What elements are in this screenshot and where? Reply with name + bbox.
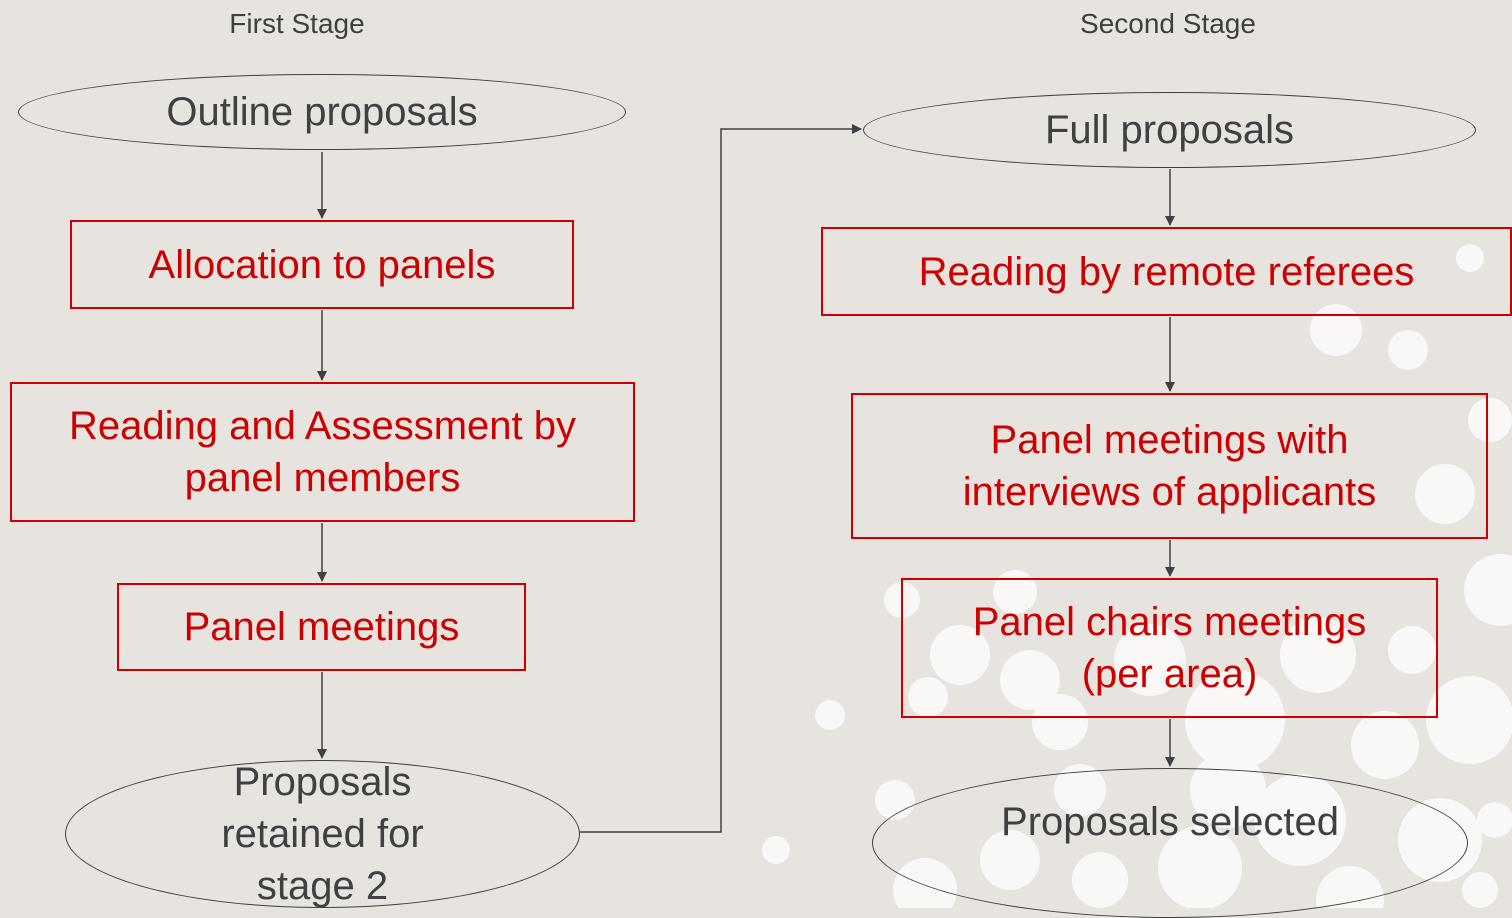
outline-proposals-node: Outline proposals [18, 74, 626, 150]
proposals-selected-node: Proposals selected [872, 768, 1468, 918]
second-stage-label: Second Stage [1080, 8, 1256, 39]
proposals-retained-node: Proposals retained for stage 2 [65, 760, 580, 908]
remote-referees-label: Reading by remote referees [918, 249, 1415, 294]
panel-meetings-box: Panel meetings [117, 583, 526, 671]
allocation-to-panels-label: Allocation to panels [148, 242, 496, 287]
reading-assessment-box: Reading and Assessment by panel members [10, 382, 635, 522]
proposals-retained-label: Proposals retained for stage 2 [221, 760, 424, 908]
outline-proposals-label: Outline proposals [166, 90, 478, 134]
allocation-to-panels-box: Allocation to panels [70, 220, 574, 309]
panel-interviews-label: Panel meetings with interviews of applic… [962, 418, 1377, 514]
panel-chairs-box: Panel chairs meetings (per area) [901, 578, 1438, 718]
reading-assessment-label: Reading and Assessment by panel members [69, 404, 576, 500]
full-proposals-node: Full proposals [863, 92, 1476, 168]
first-stage-label: First Stage [229, 8, 365, 39]
full-proposals-label: Full proposals [1044, 108, 1294, 152]
panel-interviews-box: Panel meetings with interviews of applic… [851, 393, 1488, 539]
remote-referees-box: Reading by remote referees [821, 227, 1512, 316]
panel-chairs-label: Panel chairs meetings (per area) [972, 600, 1367, 696]
panel-meetings-label: Panel meetings [183, 605, 460, 649]
arrow-retained-to-full-proposals [580, 124, 862, 833]
proposals-selected-label: Proposals selected [1001, 800, 1339, 844]
